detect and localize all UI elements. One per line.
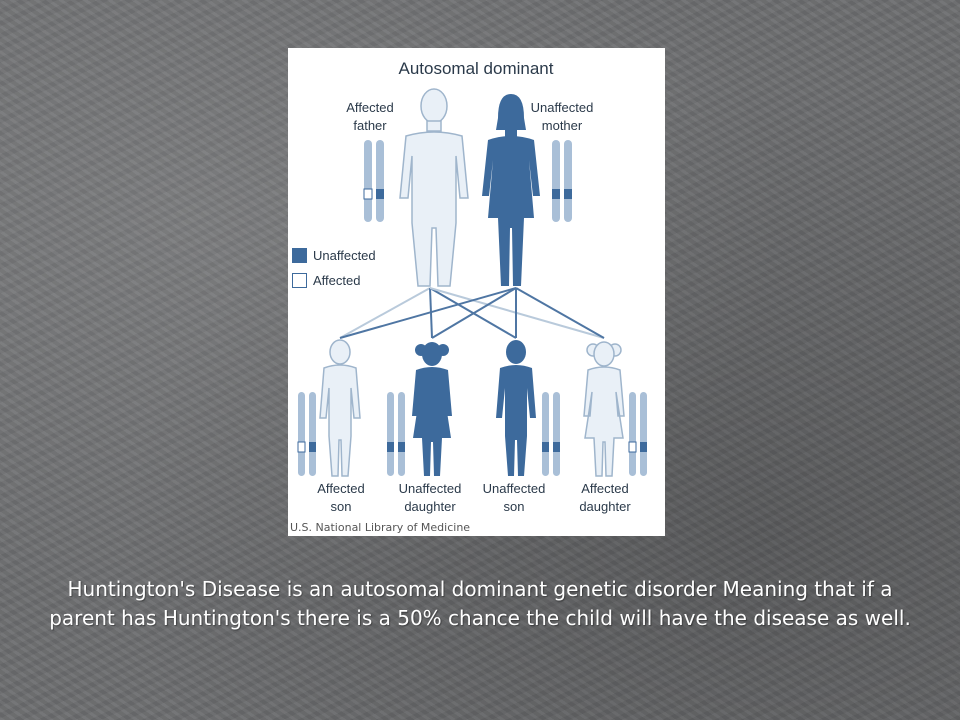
legend: Unaffected Affected — [292, 248, 376, 288]
mother-label-line1: Unaffected — [531, 100, 594, 115]
unaffected-son-chromosomes — [542, 392, 560, 476]
source-credit: U.S. National Library of Medicine — [290, 521, 470, 534]
child3-label-line2: son — [504, 499, 525, 514]
father-label-line1: Affected — [346, 100, 393, 115]
diagram-title: Autosomal dominant — [399, 59, 554, 78]
legend-affected-label: Affected — [313, 273, 360, 288]
mother-label-line2: mother — [542, 118, 583, 133]
father-label-line2: father — [353, 118, 387, 133]
diagram-canvas: Autosomal dominant Affected father Unaff… — [290, 59, 647, 534]
child4-label-line2: daughter — [579, 499, 631, 514]
unaffected-daughter-chromosomes — [387, 392, 405, 476]
affected-son-chromosomes — [297, 392, 316, 476]
slide-caption: Huntington's Disease is an autosomal dom… — [49, 577, 911, 630]
inheritance-lines — [339, 287, 605, 339]
unaffected-son-figure — [496, 340, 536, 476]
legend-unaffected-swatch — [292, 248, 307, 263]
mother-chromosome-pair — [552, 140, 572, 222]
child2-label-line1: Unaffected — [399, 481, 462, 496]
affected-son-figure — [319, 339, 361, 477]
inheritance-diagram: Autosomal dominant Affected father Unaff… — [288, 48, 665, 536]
mother-figure — [482, 94, 540, 286]
father-figure — [399, 88, 469, 287]
unaffected-daughter-figure — [412, 342, 452, 476]
child1-label-line1: Affected — [317, 481, 364, 496]
child1-label-line2: son — [331, 499, 352, 514]
child3-label-line1: Unaffected — [483, 481, 546, 496]
affected-daughter-figure — [583, 341, 625, 477]
legend-unaffected-label: Unaffected — [313, 248, 376, 263]
child2-label-line2: daughter — [404, 499, 456, 514]
affected-daughter-chromosomes — [628, 392, 647, 476]
father-chromosome-pair — [363, 140, 384, 222]
child4-label-line1: Affected — [581, 481, 628, 496]
legend-affected-swatch — [292, 273, 307, 288]
